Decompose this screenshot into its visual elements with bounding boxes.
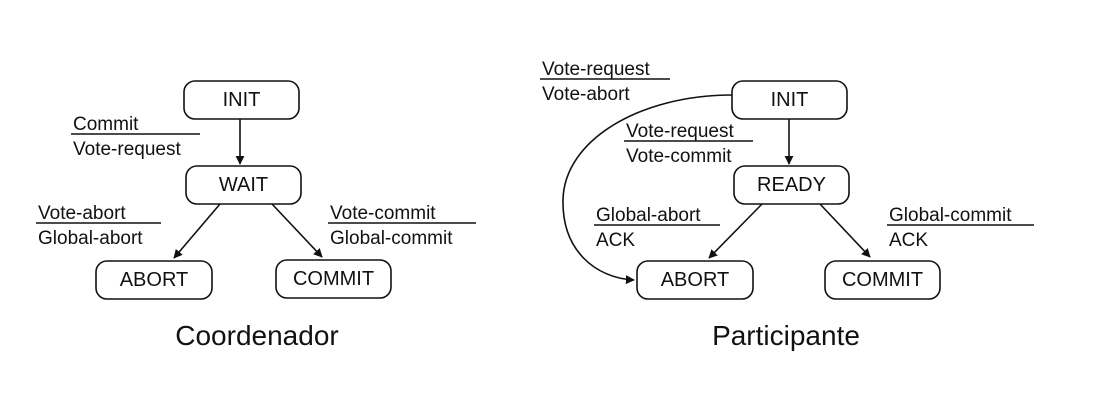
- transition-event: Vote-commit: [330, 203, 436, 224]
- participant-state-init-label: INIT: [771, 89, 809, 111]
- transition-action: Global-commit: [330, 228, 453, 249]
- participant-state-abort: ABORT: [636, 260, 754, 300]
- transition-event: Commit: [73, 114, 139, 135]
- participant-state-commit-label: COMMIT: [842, 269, 923, 291]
- coordinator-state-commit-label: COMMIT: [293, 268, 374, 290]
- transition-action: ACK: [889, 230, 928, 251]
- coordinator-transition-init-wait: Commit Vote-request: [71, 114, 200, 160]
- participant-edge-ready-abort: [708, 203, 763, 259]
- participant-state-abort-label: ABORT: [661, 269, 730, 291]
- coordinator-transition-wait-abort: Vote-abort Global-abort: [36, 203, 161, 249]
- transition-event: Global-abort: [596, 205, 701, 226]
- coordinator-state-wait-label: WAIT: [219, 174, 268, 196]
- transition-event: Vote-request: [542, 59, 650, 80]
- participant-caption: Participante: [712, 320, 860, 351]
- coordinator-state-abort-label: ABORT: [120, 269, 189, 291]
- transition-action: Global-abort: [38, 228, 143, 249]
- transition-action: ACK: [596, 230, 635, 251]
- transition-event: Vote-request: [626, 121, 734, 142]
- transition-event: Vote-abort: [38, 203, 126, 224]
- participant-transition-init-ready: Vote-request Vote-commit: [624, 121, 753, 167]
- coordinator-state-init-label: INIT: [223, 89, 261, 111]
- coordinator-diagram: INIT WAIT ABORT COMMIT Commit Vote-reque…: [36, 80, 476, 351]
- coordinator-transition-wait-commit: Vote-commit Global-commit: [328, 203, 476, 249]
- participant-state-commit: COMMIT: [824, 260, 941, 300]
- participant-state-ready: READY: [733, 165, 850, 205]
- participant-state-init: INIT: [731, 80, 848, 120]
- coordinator-edge-wait-abort: [173, 203, 221, 259]
- transition-action: Vote-abort: [542, 84, 630, 105]
- participant-state-ready-label: READY: [757, 174, 826, 196]
- coordinator-edge-wait-commit: [271, 203, 323, 258]
- coordinator-state-wait: WAIT: [185, 165, 302, 205]
- participant-diagram: INIT READY ABORT COMMIT Vote-request Vot…: [540, 59, 1034, 351]
- participant-edge-init-abort: [562, 94, 733, 285]
- coordinator-state-commit: COMMIT: [275, 259, 392, 299]
- coordinator-state-abort: ABORT: [95, 260, 213, 300]
- transition-action: Vote-commit: [626, 146, 732, 167]
- participant-edge-ready-commit: [819, 203, 871, 258]
- transition-event: Global-commit: [889, 205, 1012, 226]
- transition-action: Vote-request: [73, 139, 181, 160]
- coordinator-state-init: INIT: [183, 80, 300, 120]
- participant-transition-init-abort: Vote-request Vote-abort: [540, 59, 670, 105]
- coordinator-caption: Coordenador: [175, 320, 338, 351]
- participant-transition-ready-abort: Global-abort ACK: [594, 205, 720, 251]
- participant-transition-ready-commit: Global-commit ACK: [887, 205, 1034, 251]
